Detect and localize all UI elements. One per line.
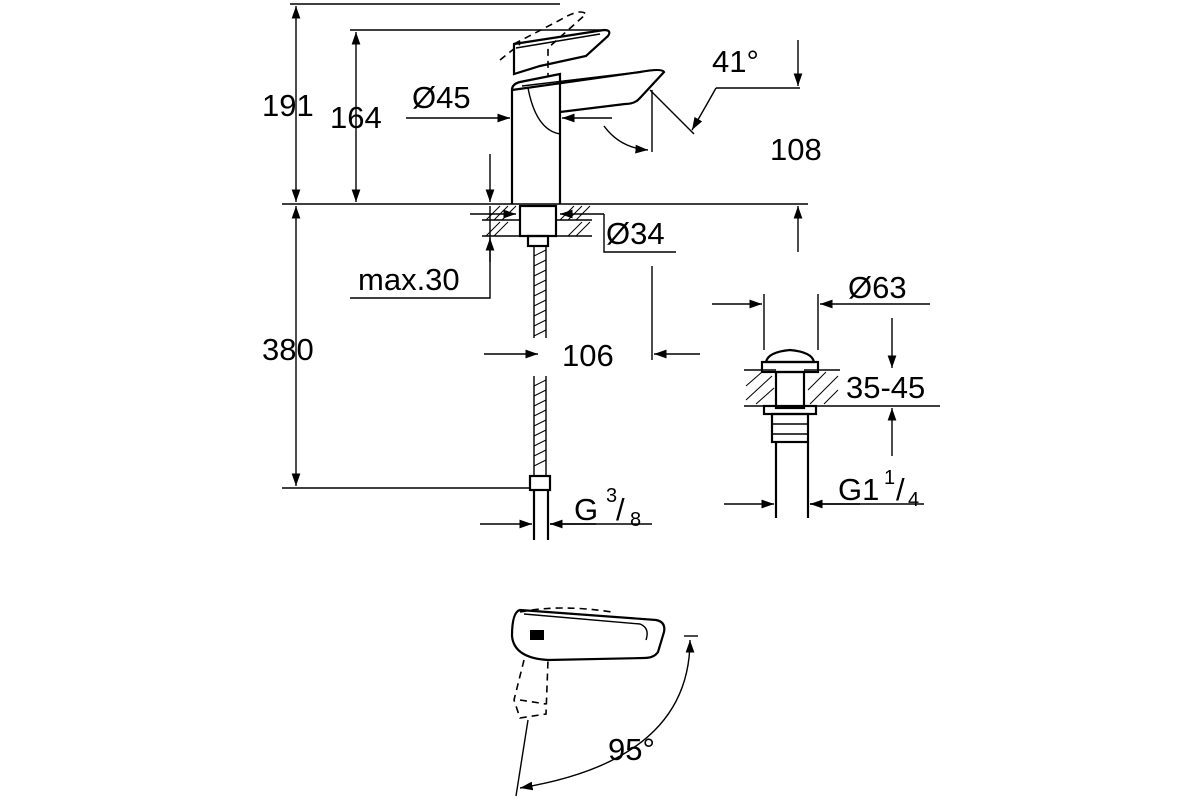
label-shank-diameter: Ø34 <box>606 216 665 251</box>
dim-max-deck <box>350 154 495 299</box>
label-waste-thread: G1 <box>838 472 879 507</box>
dim-height-total <box>290 3 560 202</box>
mounting-section <box>482 204 592 248</box>
flexible-hose <box>528 246 552 540</box>
label-height-total: 191 <box>262 88 314 123</box>
dim-shank-diameter <box>470 209 676 253</box>
dim-lever-angle <box>603 87 800 154</box>
label-body-diameter: Ø45 <box>412 80 471 115</box>
label-spout-height-right: 108 <box>770 132 822 167</box>
label-hose-length: 380 <box>262 332 314 367</box>
dim-height-spout <box>350 29 606 202</box>
label-hose-connection: G <box>574 492 598 527</box>
faucet-body <box>499 11 666 204</box>
label-waste-thickness: 35-45 <box>846 370 925 405</box>
top-view: 95° <box>510 607 698 797</box>
label-waste-diameter: Ø63 <box>848 270 907 305</box>
label-hose-connection-den: 8 <box>630 509 641 531</box>
label-hose-connection-slash: / <box>616 492 625 527</box>
label-hose-connection-num: 3 <box>606 485 617 507</box>
label-max-deck: max.30 <box>358 262 460 297</box>
dim-hose-length <box>282 206 530 489</box>
dim-spout-reach <box>484 266 700 360</box>
label-waste-thread-den: 4 <box>908 489 919 511</box>
side-view: 191 164 Ø45 41° 108 Ø34 max.30 380 106 G… <box>262 3 822 540</box>
label-waste-thread-slash: / <box>896 472 905 507</box>
label-rotation-angle: 95° <box>608 732 655 767</box>
waste-valve-view: Ø63 35-45 G1 1 / 4 <box>712 270 940 518</box>
label-spout-reach: 106 <box>562 338 614 373</box>
label-lever-angle: 41° <box>712 44 759 79</box>
label-waste-thread-num: 1 <box>884 467 895 489</box>
label-height-spout: 164 <box>330 100 382 135</box>
